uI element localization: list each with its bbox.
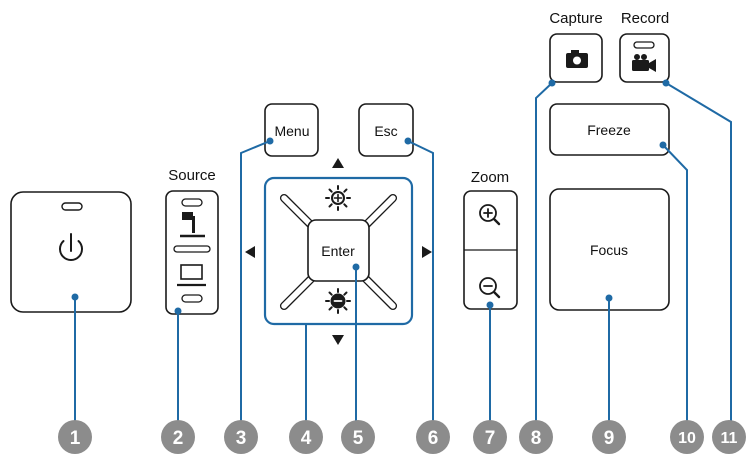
zoom-panel [463,190,518,310]
callout-6-number: 6 [428,428,439,449]
focus-button[interactable]: Focus [549,188,670,311]
zoom-in-icon [479,204,501,226]
zoom-out-icon [479,277,501,299]
arrow-up-icon [332,158,344,168]
document-camera-source-button[interactable] [180,212,205,238]
source-label: Source [168,167,216,184]
leader-lines [74,82,732,425]
record-button[interactable] [619,33,670,83]
enter-button[interactable]: Enter [307,219,370,282]
freeze-button[interactable]: Freeze [549,103,670,156]
power-button[interactable] [10,191,132,313]
zoom-label: Zoom [471,169,509,186]
computer-source-button[interactable] [177,264,206,287]
leader-dots [71,79,670,315]
callout-8: 8 [519,420,553,454]
brightness-up-icon [325,185,351,211]
laptop-icon [177,264,206,287]
video-camera-icon [632,54,656,72]
freeze-label: Freeze [587,122,631,138]
capture-label: Capture [549,10,602,27]
power-icon [59,233,83,262]
callout-5-number: 5 [353,428,364,449]
zoom-out-button[interactable] [479,277,501,299]
document-camera-icon [180,212,205,238]
callout-3: 3 [224,420,258,454]
callout-2-number: 2 [173,428,184,449]
enter-label: Enter [321,243,355,259]
callout-1-number: 1 [70,428,81,449]
callout-11: 11 [712,420,746,454]
record-indicator [633,41,655,49]
arrow-left-icon [245,246,255,258]
callout-7: 7 [473,420,507,454]
callout-11-number: 11 [721,430,738,447]
arrow-right-icon [422,246,432,258]
brightness-down-icon [325,288,351,314]
callout-4-number: 4 [301,428,312,449]
navigation-pad[interactable]: Enter [263,176,414,326]
arrow-down-icon [332,335,344,345]
menu-label: Menu [274,123,309,139]
callout-8-number: 8 [531,428,542,449]
doc-camera-indicator [181,198,203,207]
callout-5: 5 [341,420,375,454]
leader-line-11 [665,82,732,425]
callout-6: 6 [416,420,450,454]
leader-line-10 [662,144,688,425]
power-indicator [61,202,83,211]
computer-indicator [181,294,203,303]
callout-1: 1 [58,420,92,454]
zoom-in-button[interactable] [479,204,501,226]
source-divider [173,245,211,253]
source-panel [165,190,219,315]
leader-line-3 [240,140,271,425]
focus-label: Focus [590,242,628,258]
callout-10: 10 [670,420,704,454]
callout-9: 9 [592,420,626,454]
callout-9-number: 9 [604,428,615,449]
menu-button[interactable]: Menu [264,103,319,157]
camera-icon [566,50,588,68]
callout-3-number: 3 [236,428,247,449]
capture-button[interactable] [549,33,603,83]
callout-4: 4 [289,420,323,454]
callout-2: 2 [161,420,195,454]
esc-button[interactable]: Esc [358,103,414,157]
callout-10-number: 10 [678,430,696,447]
esc-label: Esc [374,123,397,139]
callout-7-number: 7 [485,428,496,449]
record-label: Record [621,10,669,27]
leader-line-6 [407,140,434,425]
leader-line-8 [535,82,553,425]
